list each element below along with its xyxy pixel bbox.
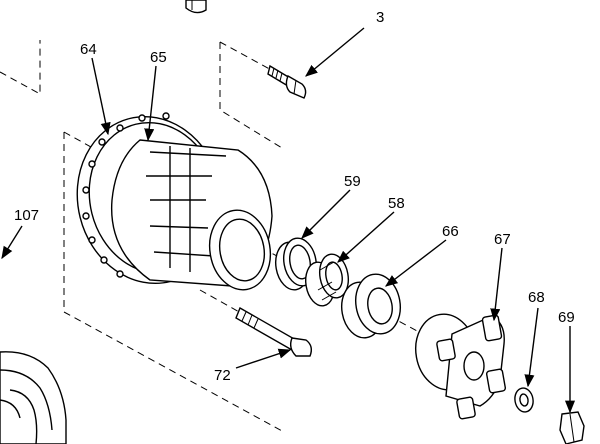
top-bolt-fragment	[185, 0, 207, 14]
bolt-3	[267, 64, 307, 99]
callout-3: 3	[376, 9, 384, 26]
washer-68	[514, 387, 534, 413]
callout-69: 69	[558, 309, 575, 326]
callout-58: 58	[388, 195, 405, 212]
seal-66	[341, 273, 401, 339]
bearing-cone-58	[304, 253, 350, 307]
housing-ribs	[146, 146, 227, 272]
gear-housing-107	[0, 351, 67, 444]
leader-lines	[1, 27, 576, 414]
flange-bolt-holes	[82, 112, 170, 278]
yoke-flange-67	[415, 313, 507, 420]
callout-72: 72	[214, 367, 231, 384]
nut-69	[559, 411, 585, 444]
callout-67: 67	[494, 231, 511, 248]
callout-68: 68	[528, 289, 545, 306]
callout-107: 107	[14, 207, 39, 224]
bearing-cup-59	[275, 237, 317, 291]
hub-housing	[76, 112, 273, 291]
callout-labels: 3 64 65 107 59 58 66 67 68 69 72	[14, 9, 575, 384]
callout-59: 59	[344, 173, 361, 190]
callout-65: 65	[150, 49, 167, 66]
callout-66: 66	[442, 223, 459, 240]
callout-64: 64	[80, 41, 97, 58]
bolt-72	[235, 306, 313, 357]
